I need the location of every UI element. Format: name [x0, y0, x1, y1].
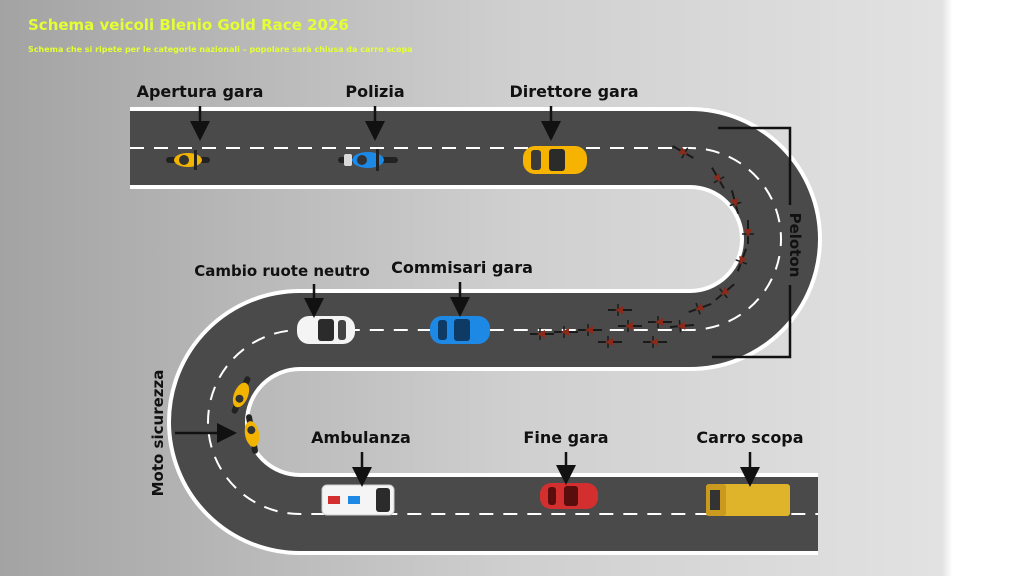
label-moto-sicurezza: Moto sicurezza — [149, 370, 167, 497]
cyclist-icon — [742, 220, 754, 244]
page-subtitle: Schema che si ripete per le categorie na… — [28, 45, 413, 54]
label-cambio-ruote: Cambio ruote neutro — [194, 262, 370, 280]
cyclist-icon — [530, 328, 554, 340]
car-icon — [540, 483, 598, 509]
cyclist-icon — [648, 316, 672, 328]
car-icon — [523, 146, 587, 174]
label-apertura-gara: Apertura gara — [137, 82, 264, 101]
cyclist-icon — [729, 190, 742, 214]
peloton-bracket — [712, 126, 792, 359]
cyclist-icon — [578, 324, 602, 336]
label-direttore-gara: Direttore gara — [509, 82, 638, 101]
label-commissari-gara: Commisari gara — [391, 258, 533, 277]
cyclist-icon — [643, 336, 667, 348]
cyclist-icon — [669, 320, 695, 333]
label-carro-scopa: Carro scopa — [696, 428, 803, 447]
motorcycle-icon — [244, 414, 260, 454]
cyclist-icon — [672, 145, 694, 159]
peloton-riders — [530, 145, 754, 348]
cyclist-icon — [711, 167, 725, 189]
label-fine-gara: Fine gara — [523, 428, 608, 447]
cyclist-icon — [735, 248, 748, 272]
ambulance-icon — [321, 484, 395, 516]
cyclist-icon — [715, 283, 735, 301]
label-polizia: Polizia — [345, 82, 404, 101]
motorcycle-icon — [231, 376, 251, 414]
cyclist-icon — [688, 302, 712, 315]
cyclist-icon — [608, 304, 632, 316]
police-motorcycle-icon — [338, 149, 398, 171]
cyclist-icon — [618, 320, 642, 332]
label-ambulanza: Ambulanza — [311, 428, 411, 447]
cyclist-icon — [554, 326, 578, 338]
cyclist-icon — [598, 336, 622, 348]
car-icon — [297, 316, 355, 344]
car-icon — [430, 316, 490, 344]
page-title: Schema veicoli Blenio Gold Race 2026 — [28, 16, 349, 34]
motorcycle-icon — [166, 150, 210, 170]
peloton-label: Peloton — [786, 213, 804, 278]
truck-icon — [706, 484, 790, 516]
